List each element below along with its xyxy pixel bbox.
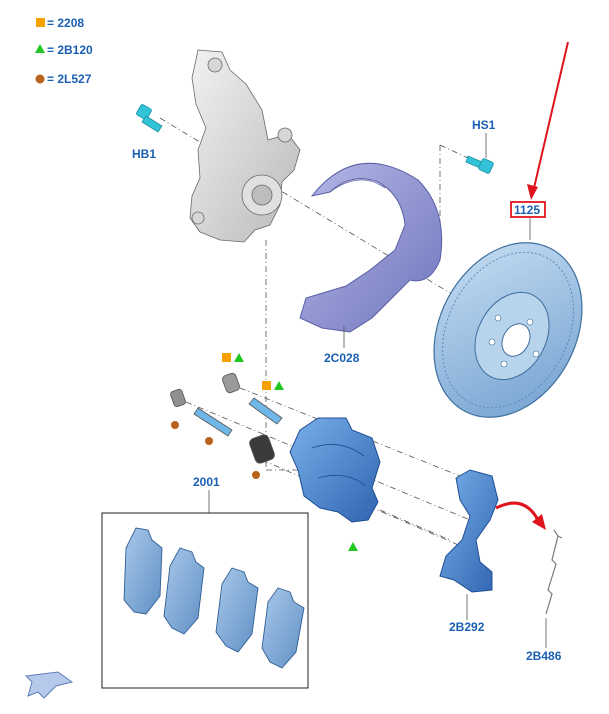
- legend: = 2208 = 2B120 = 2L527: [35, 16, 93, 86]
- caliper-bracket: [439, 469, 499, 593]
- splash-shield: [299, 162, 443, 333]
- part-markers: [171, 353, 358, 551]
- label-hb1: HB1: [132, 147, 156, 161]
- arrow-down-left-icon[interactable]: [24, 671, 74, 699]
- guide-pin-parts: [170, 372, 283, 464]
- anti-rattle-clip: [545, 529, 563, 615]
- legend-circle-icon: [35, 74, 45, 84]
- label-2b292: 2B292: [449, 620, 485, 634]
- brake-pads-box: [101, 512, 309, 689]
- legend-square-icon: [36, 18, 45, 27]
- label-1125-highlight: [510, 201, 546, 218]
- legend-2b120: = 2B120: [47, 43, 93, 57]
- label-2c028: 2C028: [324, 351, 360, 365]
- caliper-housing: [289, 417, 381, 523]
- brake-disc: [433, 242, 583, 418]
- legend-2208: = 2208: [47, 16, 84, 30]
- legend-2l527: = 2L527: [47, 72, 92, 86]
- legend-triangle-icon: [35, 44, 45, 53]
- steering-knuckle: [189, 49, 301, 243]
- hub-bolt-icon: [136, 104, 163, 133]
- label-2001: 2001: [193, 475, 220, 489]
- shield-bolt-icon: [465, 155, 494, 174]
- red-pointer-arrow-icon: [527, 41, 569, 200]
- label-1125: 1125: [514, 203, 540, 217]
- red-curved-arrow-icon: [495, 501, 546, 530]
- brake-pads: [123, 527, 305, 669]
- label-2b486: 2B486: [526, 649, 562, 663]
- label-hs1: HS1: [472, 118, 496, 132]
